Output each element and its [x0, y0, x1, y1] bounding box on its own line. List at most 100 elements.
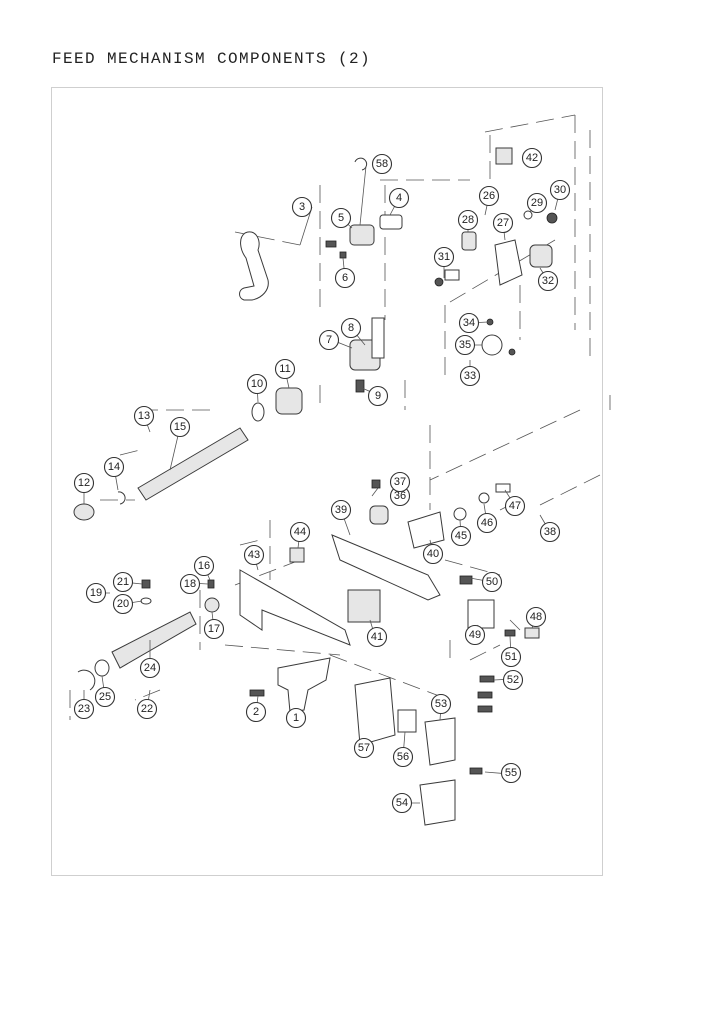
callout-8: 8: [340, 317, 362, 339]
callout-26: 26: [478, 185, 500, 207]
callout-19: 19: [85, 582, 107, 604]
callout-46: 46: [476, 512, 498, 534]
callout-25: 25: [94, 686, 116, 708]
svg-text:30: 30: [554, 184, 566, 196]
callout-38: 38: [539, 521, 561, 543]
feed-bar-drawing: [331, 534, 441, 601]
callout-2: 2: [245, 701, 267, 723]
svg-text:33: 33: [464, 370, 476, 382]
callout-49: 49: [464, 624, 486, 646]
linkage-plate-drawing: [494, 239, 523, 286]
svg-text:4: 4: [396, 192, 402, 204]
svg-text:54: 54: [396, 797, 408, 809]
diagram-frame: [51, 87, 603, 876]
callout-55: 55: [500, 762, 522, 784]
callout-group: 1 2 3 4 5 6 7 8 9 10 11 12 13 14 15 16 1…: [73, 147, 571, 814]
callout-51: 51: [500, 646, 522, 668]
svg-text:11: 11: [279, 363, 290, 375]
callout-13: 13: [133, 405, 155, 427]
svg-text:41: 41: [371, 631, 383, 643]
callout-56: 56: [392, 746, 414, 768]
callout-3: 3: [291, 196, 313, 218]
callout-17: 17: [203, 618, 225, 640]
callout-35: 35: [454, 334, 476, 356]
svg-text:53: 53: [435, 698, 447, 710]
callout-22: 22: [136, 698, 158, 720]
needle-plate-bracket-drawing: [354, 677, 396, 746]
svg-text:38: 38: [544, 526, 556, 538]
callout-54: 54: [391, 792, 413, 814]
feed-dog-drawing: [277, 657, 331, 713]
callout-12: 12: [73, 472, 95, 494]
callout-11: 11: [274, 358, 296, 380]
callout-53: 53: [430, 693, 452, 715]
callout-48: 48: [525, 606, 547, 628]
svg-text:51: 51: [505, 651, 517, 663]
feed-lever-arm-drawing: [239, 231, 269, 301]
svg-text:13: 13: [138, 410, 150, 422]
callout-31: 31: [433, 246, 455, 268]
svg-text:32: 32: [542, 275, 554, 287]
svg-text:12: 12: [78, 477, 90, 489]
callout-23: 23: [73, 698, 95, 720]
svg-text:7: 7: [326, 334, 332, 346]
svg-text:5: 5: [338, 212, 344, 224]
svg-text:24: 24: [144, 662, 156, 674]
callout-32: 32: [537, 270, 559, 292]
svg-text:44: 44: [294, 526, 306, 538]
callout-21: 21: [112, 571, 134, 593]
svg-text:26: 26: [483, 190, 495, 202]
crank-clamp-drawing: [349, 224, 375, 246]
svg-text:6: 6: [342, 272, 348, 284]
svg-text:20: 20: [117, 598, 129, 610]
callout-37: 37: [389, 471, 411, 493]
callout-45: 45: [450, 525, 472, 547]
svg-text:15: 15: [174, 421, 186, 433]
svg-text:31: 31: [438, 251, 450, 263]
callout-20: 20: [112, 593, 134, 615]
svg-text:42: 42: [526, 152, 538, 164]
svg-text:40: 40: [427, 548, 439, 560]
callout-30: 30: [549, 179, 571, 201]
svg-text:27: 27: [497, 217, 509, 229]
callout-16: 16: [193, 555, 215, 577]
page-title: FEED MECHANISM COMPONENTS (2): [52, 50, 372, 68]
svg-text:52: 52: [507, 674, 519, 686]
svg-text:17: 17: [208, 623, 220, 635]
svg-text:9: 9: [375, 390, 381, 402]
svg-text:47: 47: [509, 500, 521, 512]
callout-1: 1: [285, 707, 307, 729]
callout-28: 28: [457, 209, 479, 231]
svg-text:8: 8: [348, 322, 354, 334]
callout-58: 58: [371, 153, 393, 175]
callout-5: 5: [330, 207, 352, 229]
feed-rock-bar-drawing: [239, 569, 351, 646]
callout-29: 29: [526, 192, 548, 214]
svg-text:48: 48: [530, 611, 542, 623]
feed-shaft-drawing: [137, 427, 249, 501]
svg-text:14: 14: [108, 461, 120, 473]
svg-text:3: 3: [299, 201, 305, 213]
callout-7: 7: [318, 329, 340, 351]
callout-18: 18: [179, 573, 201, 595]
callout-6: 6: [334, 267, 356, 289]
svg-text:36: 36: [394, 490, 406, 502]
svg-text:21: 21: [117, 576, 129, 588]
svg-text:16: 16: [198, 560, 210, 572]
callout-47: 47: [504, 495, 526, 517]
callout-10: 10: [246, 373, 268, 395]
callout-9: 9: [367, 385, 389, 407]
callout-15: 15: [169, 416, 191, 438]
part-drawings: [73, 147, 558, 826]
svg-text:29: 29: [531, 197, 543, 209]
svg-text:22: 22: [141, 703, 153, 715]
connecting-link-drawing: [407, 511, 445, 549]
callout-50: 50: [481, 571, 503, 593]
svg-text:56: 56: [397, 751, 409, 763]
svg-text:39: 39: [335, 504, 347, 516]
callout-33: 33: [459, 365, 481, 387]
callout-36: 36: [389, 485, 411, 507]
callout-41: 41: [366, 626, 388, 648]
svg-text:25: 25: [99, 691, 111, 703]
